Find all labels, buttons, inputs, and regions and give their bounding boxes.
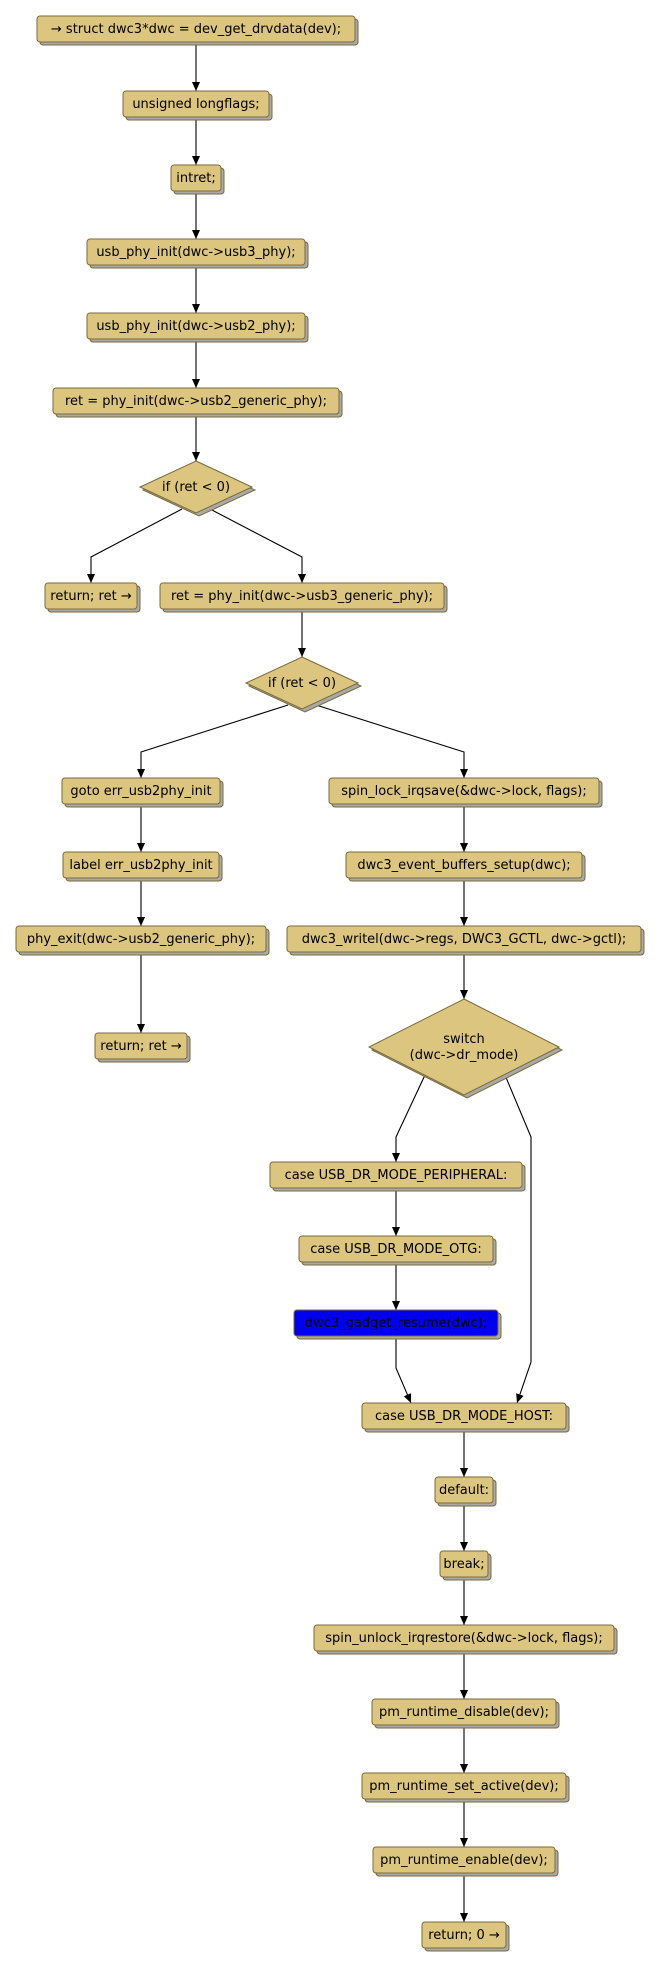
node-label: if (ret < 0): [162, 480, 230, 495]
flow-node-gadget-resume: dwc3_gadget_resume(dwc);: [293, 1309, 502, 1340]
statement-box: [298, 1235, 494, 1263]
node-label: spin_unlock_irqrestore(&dwc->lock, flags…: [325, 1631, 602, 1646]
flow-node-default: default:: [434, 1476, 497, 1507]
node-label: dwc3_event_buffers_setup(dwc);: [357, 858, 570, 873]
statement-box: [345, 851, 583, 879]
node-label: return; ret →: [50, 589, 132, 604]
flow-node-break: break;: [439, 1550, 492, 1581]
flow-node-return-ret1: return; ret →: [44, 582, 141, 613]
statement-box: [286, 925, 642, 953]
edge-arrow: [395, 1336, 412, 1404]
flow-node-get-drvdata: → struct dwc3*dwc = dev_get_drvdata(dev)…: [36, 15, 359, 46]
node-label: return; ret →: [100, 1039, 182, 1054]
flow-node-ret-usb3-generic: ret = phy_init(dwc->usb3_generic_phy);: [159, 582, 448, 613]
statement-box: [62, 851, 220, 879]
node-label: goto err_usb2phy_init: [70, 784, 211, 799]
node-label: return; 0 →: [428, 1928, 500, 1943]
flow-node-phy-exit: phy_exit(dwc->usb2_generic_phy);: [15, 925, 270, 956]
flow-node-pm-enable: pm_runtime_enable(dev);: [372, 1846, 559, 1877]
statement-box: [94, 1032, 188, 1060]
edge-arrow: [209, 508, 306, 583]
statement-box: [170, 164, 222, 192]
edges-layer: [87, 42, 532, 1922]
statement-box: [44, 582, 138, 610]
node-label: pm_runtime_enable(dev);: [380, 1853, 548, 1868]
edge-arrow: [392, 1074, 426, 1162]
statement-box: [269, 1161, 523, 1189]
node-label: pm_runtime_disable(dev);: [379, 1705, 549, 1720]
statement-box: [361, 1402, 567, 1430]
statement-box: [439, 1550, 489, 1578]
flow-node-event-buffers: dwc3_event_buffers_setup(dwc);: [345, 851, 586, 882]
node-label: dwc3_writel(dwc->regs, DWC3_GCTL, dwc->g…: [302, 932, 627, 947]
statement-box: [36, 15, 356, 43]
node-label: case USB_DR_MODE_OTG:: [310, 1242, 482, 1257]
statement-box: [15, 925, 267, 953]
flow-node-case-otg: case USB_DR_MODE_OTG:: [298, 1235, 497, 1266]
flow-node-goto: goto err_usb2phy_init: [61, 777, 224, 808]
statement-box: [361, 1772, 567, 1800]
decision-diamond: [138, 460, 254, 514]
flow-node-usb3-phy: usb_phy_init(dwc->usb3_phy);: [86, 238, 309, 269]
statement-box: [313, 1624, 615, 1652]
flow-node-writel: dwc3_writel(dwc->regs, DWC3_GCTL, dwc->g…: [286, 925, 645, 956]
node-label: intret;: [176, 171, 215, 186]
edge-arrow: [504, 1074, 532, 1404]
node-label: dwc3_gadget_resume(dwc);: [305, 1316, 487, 1331]
node-label: ret = phy_init(dwc->usb3_generic_phy);: [171, 589, 433, 604]
nodes-layer: → struct dwc3*dwc = dev_get_drvdata(dev)…: [15, 15, 645, 1952]
decision-diamond: [367, 998, 561, 1096]
flow-node-if2: if (ret < 0): [244, 656, 363, 713]
statement-box: [371, 1698, 557, 1726]
decision-diamond: [244, 656, 360, 710]
node-label: pm_runtime_set_active(dev);: [369, 1779, 558, 1794]
statement-box: [159, 582, 445, 610]
statement-box: [293, 1309, 499, 1337]
node-label: ret = phy_init(dwc->usb2_generic_phy);: [65, 394, 327, 409]
edge-arrow: [137, 704, 289, 778]
flow-node-flags: unsigned longflags;: [122, 90, 273, 121]
flow-node-pm-set-active: pm_runtime_set_active(dev);: [361, 1772, 570, 1803]
node-label: switch(dwc->dr_mode): [410, 1032, 519, 1063]
flow-node-if1: if (ret < 0): [138, 460, 257, 517]
flow-node-ret-usb2-generic: ret = phy_init(dwc->usb2_generic_phy);: [52, 387, 343, 418]
edge-arrow: [87, 508, 183, 583]
node-label: if (ret < 0): [268, 676, 336, 691]
flow-node-case-host: case USB_DR_MODE_HOST:: [361, 1402, 570, 1433]
flow-node-pm-disable: pm_runtime_disable(dev);: [371, 1698, 560, 1729]
node-label: usb_phy_init(dwc->usb3_phy);: [96, 245, 295, 260]
edge-arrow: [315, 704, 468, 778]
statement-box: [328, 777, 600, 805]
statement-box: [421, 1921, 507, 1949]
flow-node-case-peripheral: case USB_DR_MODE_PERIPHERAL:: [269, 1161, 526, 1192]
statement-box: [86, 238, 306, 266]
node-label: label err_usb2phy_init: [69, 858, 212, 873]
node-label: case USB_DR_MODE_HOST:: [375, 1409, 553, 1424]
flow-node-intret: intret;: [170, 164, 225, 195]
flow-node-label: label err_usb2phy_init: [62, 851, 223, 882]
statement-box: [372, 1846, 556, 1874]
flow-node-spin-lock: spin_lock_irqsave(&dwc->lock, flags);: [328, 777, 603, 808]
flow-node-spin-unlock: spin_unlock_irqrestore(&dwc->lock, flags…: [313, 1624, 618, 1655]
flow-node-switch: switch(dwc->dr_mode): [367, 998, 564, 1099]
flow-node-return-0: return; 0 →: [421, 1921, 510, 1952]
node-label: phy_exit(dwc->usb2_generic_phy);: [27, 932, 255, 947]
node-label: usb_phy_init(dwc->usb2_phy);: [96, 319, 295, 334]
node-label: break;: [443, 1557, 484, 1572]
statement-box: [86, 312, 306, 340]
statement-box: [122, 90, 270, 118]
flow-node-return-ret2: return; ret →: [94, 1032, 191, 1063]
node-label: default:: [439, 1483, 489, 1498]
node-label: case USB_DR_MODE_PERIPHERAL:: [285, 1168, 508, 1183]
node-label: → struct dwc3*dwc = dev_get_drvdata(dev)…: [51, 22, 341, 37]
statement-box: [61, 777, 221, 805]
statement-box: [434, 1476, 494, 1504]
flow-node-usb2-phy: usb_phy_init(dwc->usb2_phy);: [86, 312, 309, 343]
node-label: unsigned longflags;: [132, 97, 259, 112]
statement-box: [52, 387, 340, 415]
node-label: spin_lock_irqsave(&dwc->lock, flags);: [341, 784, 587, 799]
